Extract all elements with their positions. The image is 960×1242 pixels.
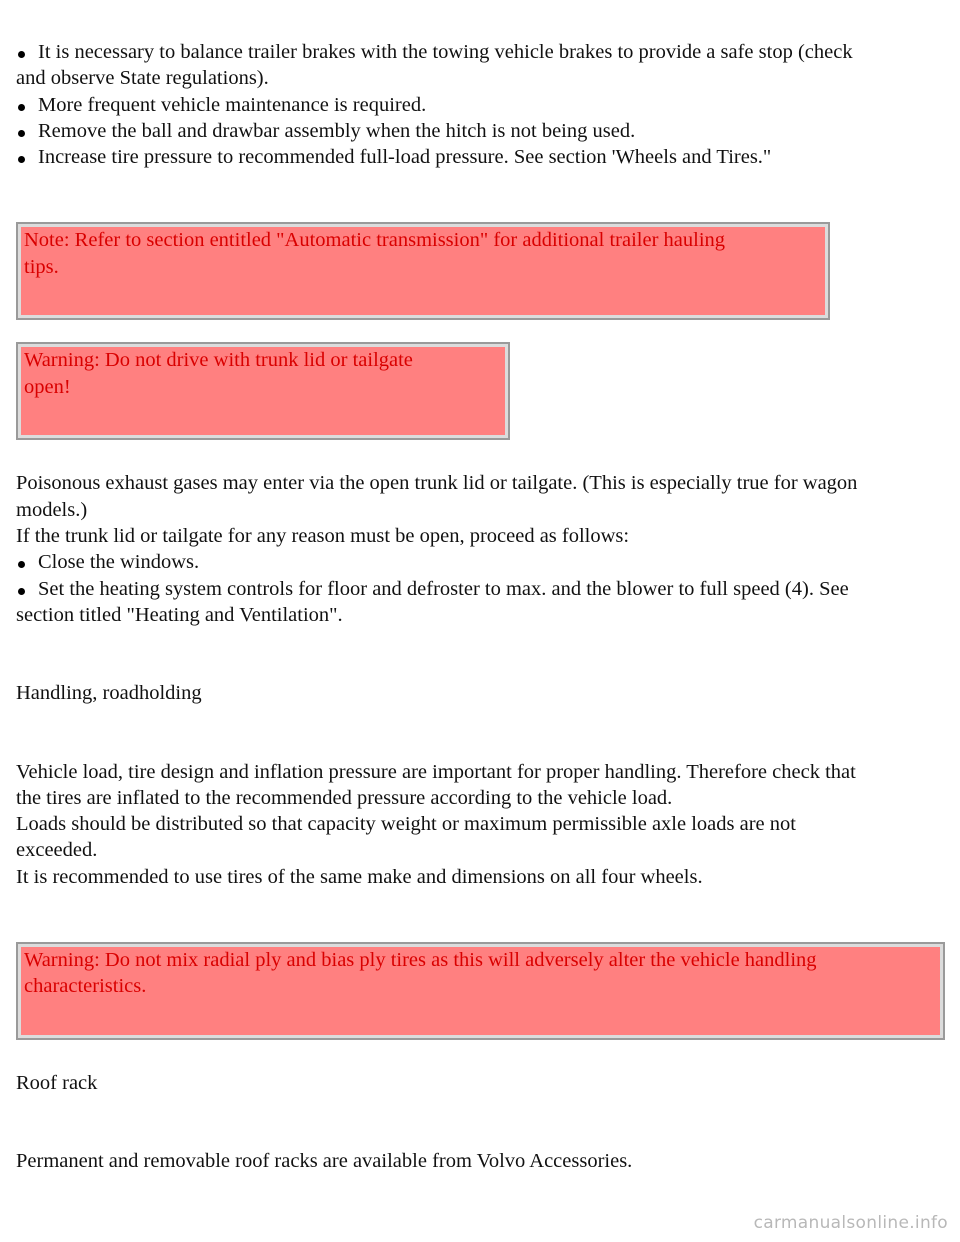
exhaust-paragraph: Poisonous exhaust gases may enter via th… bbox=[16, 470, 946, 549]
warning-line-2: characteristics. bbox=[24, 975, 147, 998]
list-item: Set the heating system controls for floo… bbox=[16, 576, 946, 629]
watermark-footer: carmanualsonline.info bbox=[753, 1212, 948, 1233]
list-item: It is necessary to balance trailer brake… bbox=[16, 39, 946, 92]
warning-box-trunk: Warning: Do not drive with trunk lid or … bbox=[16, 342, 510, 441]
trailer-bullet-list: It is necessary to balance trailer brake… bbox=[16, 39, 946, 170]
list-item: Close the windows. bbox=[16, 549, 946, 575]
warning-line-1: Warning: Do not drive with trunk lid or … bbox=[24, 349, 413, 372]
handling-line-2: the tires are inflated to the recommende… bbox=[16, 786, 673, 809]
exhaust-line-1: Poisonous exhaust gases may enter via th… bbox=[16, 472, 858, 495]
roof-rack-text: Permanent and removable roof racks are a… bbox=[16, 1150, 633, 1173]
handling-paragraph: Vehicle load, tire design and inflation … bbox=[16, 759, 946, 890]
document-page: It is necessary to balance trailer brake… bbox=[16, 39, 946, 1175]
warning-line-2: open! bbox=[24, 375, 71, 398]
section-heading-roof-rack: Roof rack bbox=[16, 1072, 98, 1095]
list-item: Remove the ball and drawbar assembly whe… bbox=[16, 118, 946, 144]
warning-box-tires: Warning: Do not mix radial ply and bias … bbox=[16, 942, 945, 1041]
exhaust-line-3: If the trunk lid or tailgate for any rea… bbox=[16, 525, 630, 548]
exhaust-line-2: models.) bbox=[16, 498, 88, 521]
list-item-text: It is necessary to balance trailer brake… bbox=[38, 41, 853, 63]
note-line-2: tips. bbox=[24, 255, 59, 278]
list-item-text: More frequent vehicle maintenance is req… bbox=[38, 93, 427, 116]
exhaust-bullet-list: Close the windows. Set the heating syste… bbox=[16, 549, 946, 628]
list-item: Increase tire pressure to recommended fu… bbox=[16, 144, 946, 170]
list-item-text: Set the heating system controls for floo… bbox=[38, 577, 849, 600]
list-item-text: Close the windows. bbox=[38, 551, 200, 574]
section-heading-handling: Handling, roadholding bbox=[16, 682, 202, 705]
note-box: Note: Refer to section entitled "Automat… bbox=[16, 222, 830, 321]
warning-line-1: Warning: Do not mix radial ply and bias … bbox=[24, 949, 817, 972]
note-line-1: Note: Refer to section entitled "Automat… bbox=[24, 229, 726, 252]
list-item: More frequent vehicle maintenance is req… bbox=[16, 92, 946, 118]
handling-line-5: It is recommended to use tires of the sa… bbox=[16, 865, 703, 888]
list-item-continuation: and observe State regulations). bbox=[16, 67, 269, 90]
handling-line-4: exceeded. bbox=[16, 839, 98, 862]
list-item-text: Increase tire pressure to recommended fu… bbox=[38, 146, 772, 169]
handling-line-1: Vehicle load, tire design and inflation … bbox=[16, 760, 856, 783]
list-item-continuation: section titled "Heating and Ventilation"… bbox=[16, 603, 343, 626]
list-item-text: Remove the ball and drawbar assembly whe… bbox=[38, 119, 636, 142]
handling-line-3: Loads should be distributed so that capa… bbox=[16, 813, 796, 836]
